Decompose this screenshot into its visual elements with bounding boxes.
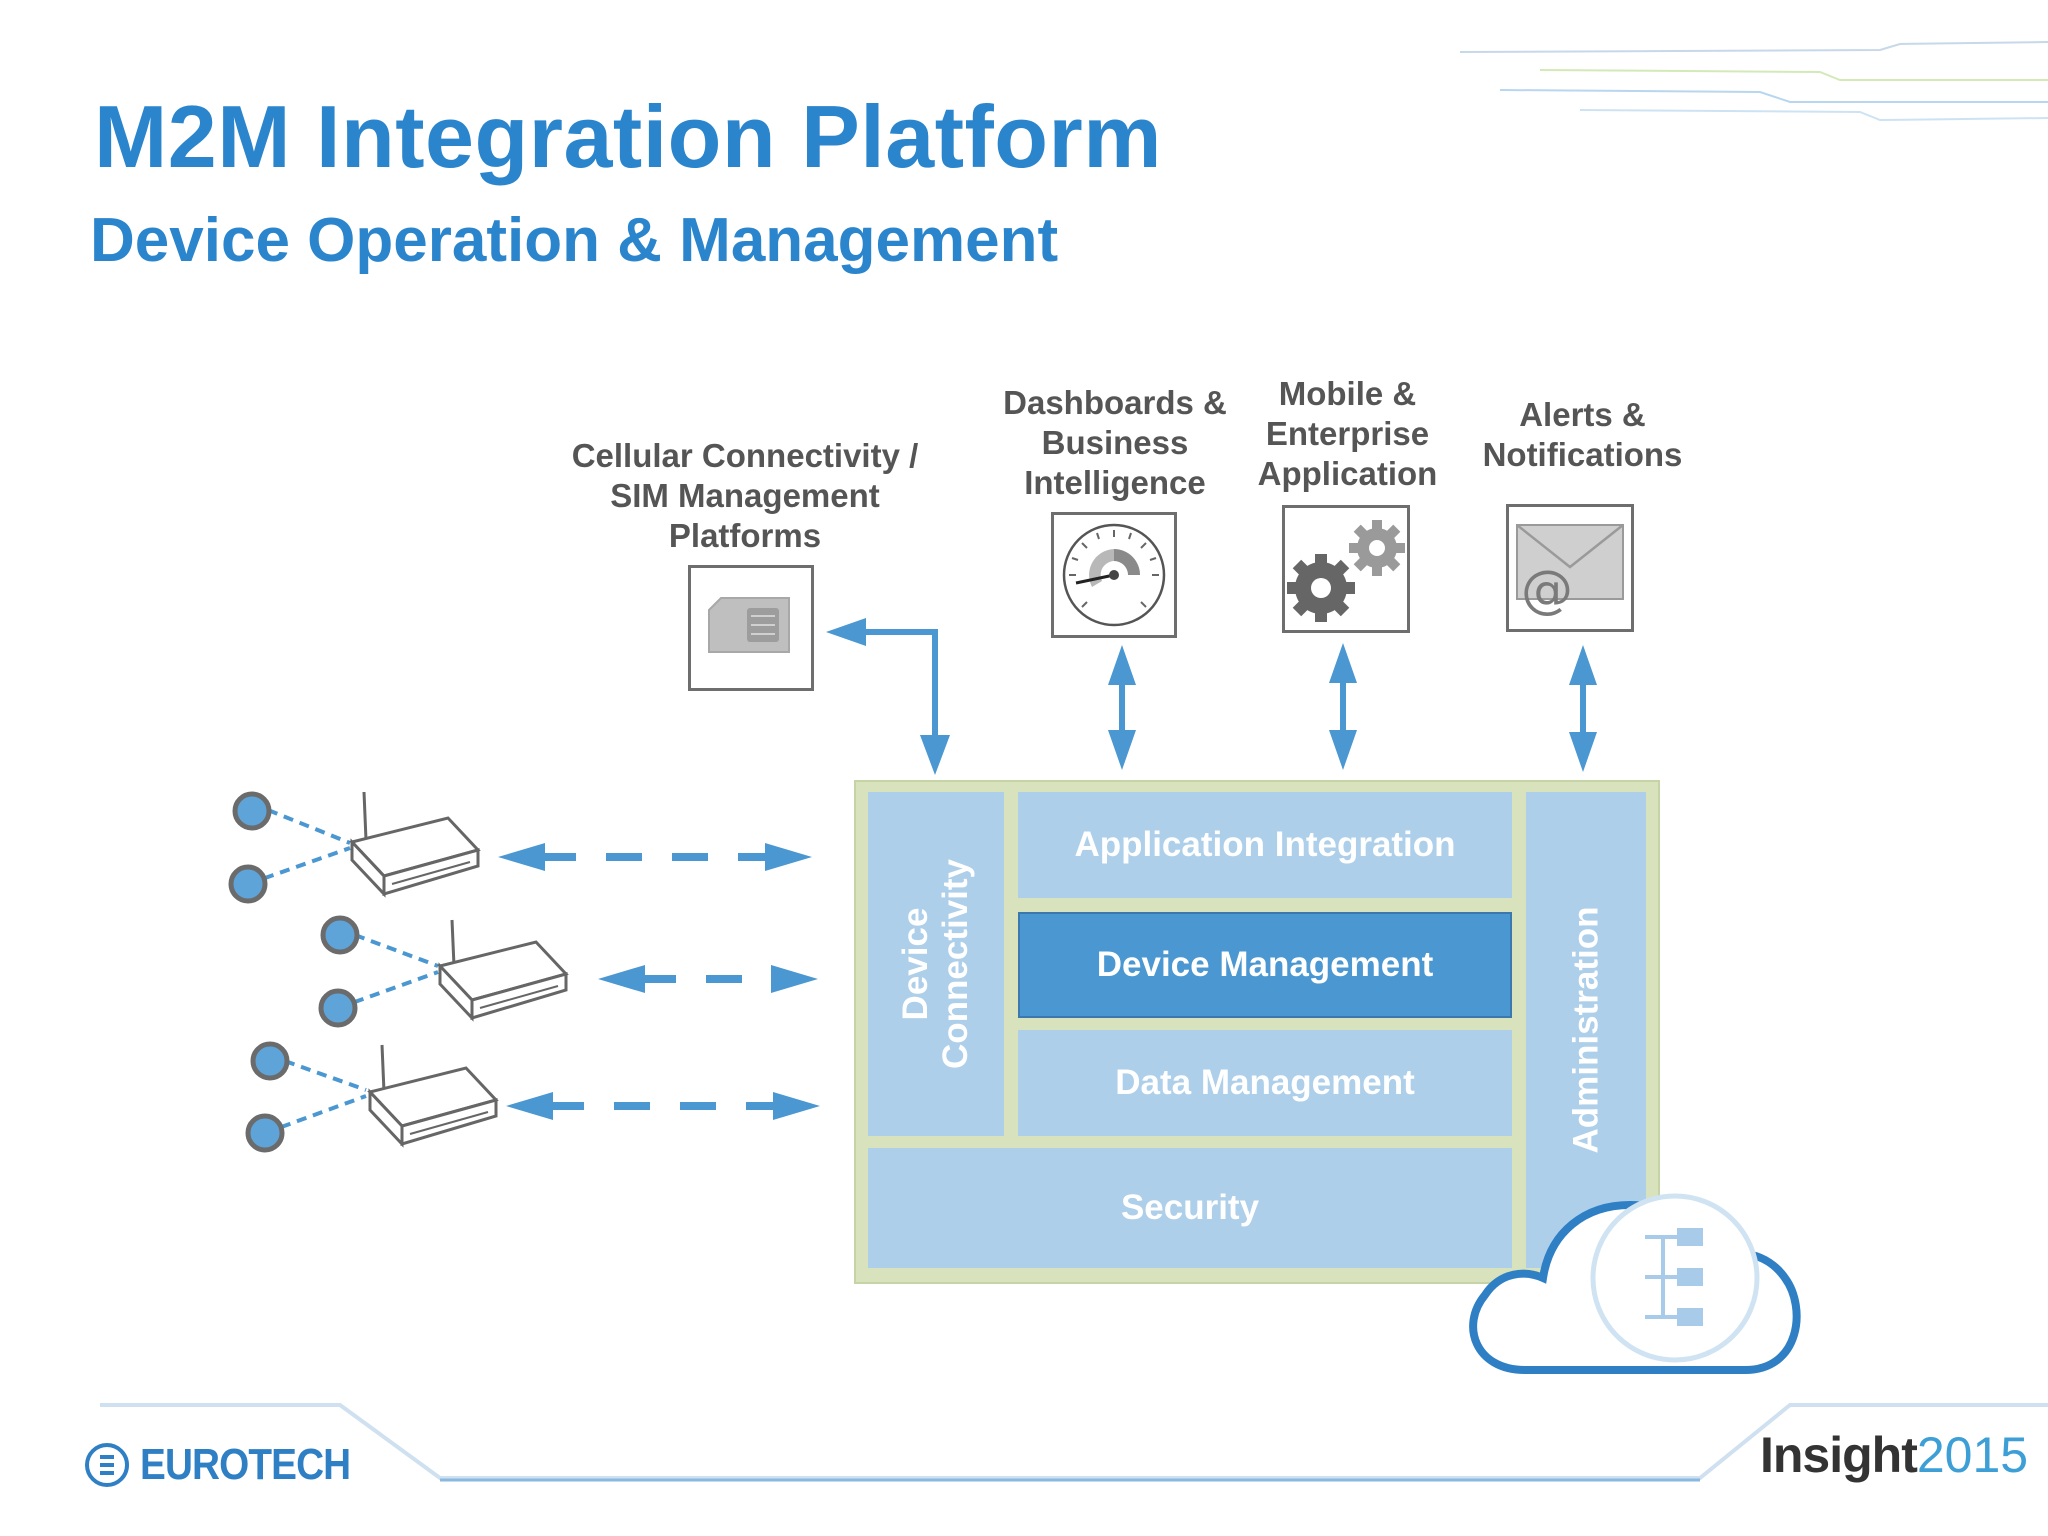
layer-security: Security: [868, 1148, 1512, 1268]
sim-card-icon: [708, 597, 790, 653]
sensor-node: [232, 791, 272, 831]
insight-logo-text: Insight: [1760, 1427, 1918, 1483]
sensor-node: [245, 1113, 285, 1153]
device-link-arrow-3: [506, 1092, 820, 1120]
sim-link-arrow: [826, 618, 950, 775]
page-title: M2M Integration Platform: [94, 87, 1163, 186]
sensor-node: [228, 864, 268, 904]
dashboard-box: [1051, 512, 1177, 638]
caption-mobile: Mobile & Enterprise Application: [1257, 375, 1438, 492]
gateway-3: [245, 1041, 499, 1153]
device-link-arrow-1: [498, 843, 812, 871]
sensor-node: [250, 1041, 290, 1081]
gauge-icon: [1062, 523, 1166, 627]
insight-logo-year: 2015: [1916, 1427, 2029, 1483]
eurotech-logo-icon: [85, 1443, 129, 1487]
eurotech-logo-text: EUROTECH: [140, 1440, 351, 1489]
sensor-node: [320, 915, 360, 955]
page-subtitle: Device Operation & Management: [90, 206, 1059, 275]
sensor-node: [318, 988, 358, 1028]
caption-cellular: Cellular Connectivity / SIM Management P…: [571, 437, 919, 554]
layer-application-integration: Application Integration: [1018, 792, 1512, 898]
layer-device-management: Device Management: [1018, 912, 1512, 1018]
device-link-arrow-2: [598, 965, 818, 993]
alerts-box: @: [1506, 504, 1634, 632]
sim-box: [688, 565, 814, 691]
email-icon: @: [1516, 524, 1624, 620]
layer-device-connectivity: Device Connectivity: [868, 792, 1004, 1136]
caption-alerts: Alerts & Notifications: [1482, 396, 1683, 473]
eurotech-logo: EUROTECH: [84, 1440, 379, 1490]
decorative-streaks: [1460, 41, 2048, 122]
svg-text:@: @: [1521, 560, 1573, 620]
gateway-1: [228, 791, 481, 904]
gears-icon: [1287, 520, 1405, 622]
cloud-icon: [1469, 1193, 1801, 1374]
gateway-2: [318, 915, 569, 1028]
layer-data-management: Data Management: [1018, 1030, 1512, 1136]
layer-administration: Administration: [1526, 792, 1646, 1268]
insight-logo: Insight2015: [1760, 1426, 2028, 1484]
mobile-box: [1282, 505, 1410, 633]
mobile-link-arrow: [1329, 643, 1357, 770]
caption-dashboards: Dashboards & Business Intelligence: [1003, 384, 1227, 501]
footer-swoosh: [100, 1403, 2048, 1480]
alerts-link-arrow: [1569, 645, 1597, 772]
dashboards-link-arrow: [1108, 645, 1136, 770]
